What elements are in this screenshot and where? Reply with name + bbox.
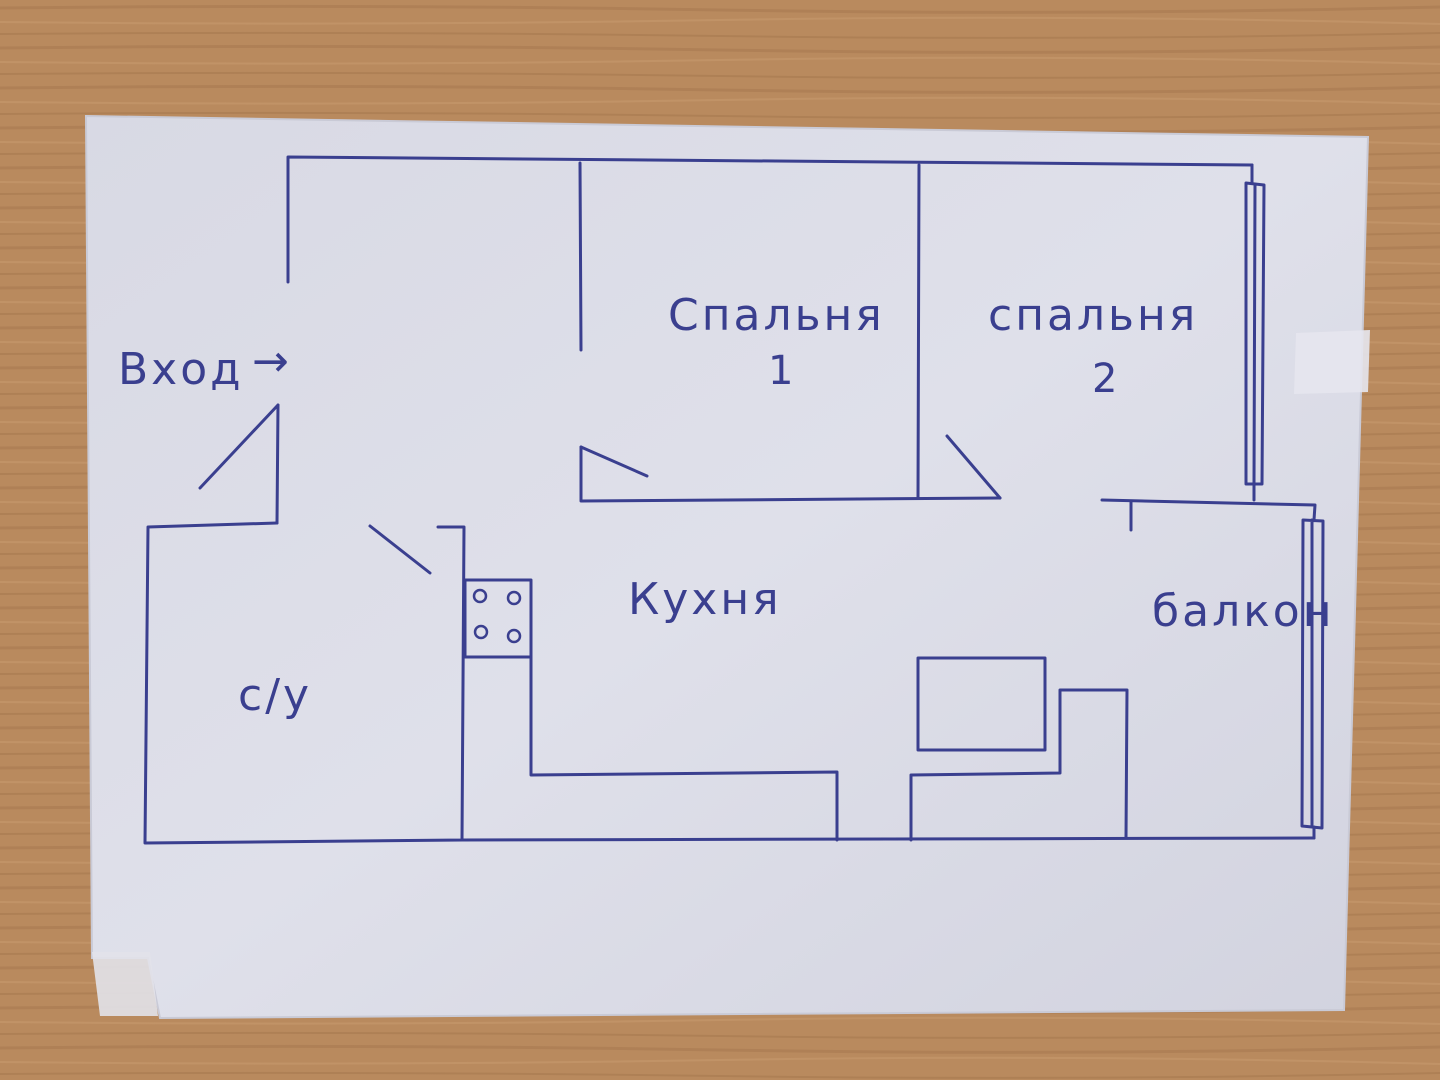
wall-bedroom2-right — [1250, 163, 1256, 502]
label-balcony: балкон — [1152, 586, 1334, 637]
stove — [463, 578, 533, 659]
label-entrance: Вход — [118, 344, 244, 395]
burner-icon — [473, 624, 489, 640]
kitchen-table — [916, 656, 1047, 752]
label-bathroom: с/у — [238, 670, 312, 721]
door-swing-bedroom2 — [945, 434, 1002, 500]
tape-strip-left-bottom — [92, 952, 158, 1016]
plan-walls — [143, 155, 1325, 845]
window-bedroom2 — [1244, 181, 1266, 486]
wall-bedroom1-left — [578, 161, 583, 352]
wall-bedroom-divider — [916, 163, 921, 500]
stove-burners — [472, 588, 522, 644]
wall-bathroom — [143, 521, 466, 845]
door-swing-bathroom — [368, 524, 432, 575]
entrance-arrow-icon: → — [252, 336, 292, 387]
label-bedroom-2-number: 2 — [1092, 356, 1117, 402]
door-swing-bedroom1 — [579, 445, 649, 478]
wall-top — [286, 155, 1254, 284]
burner-icon — [506, 590, 522, 606]
wall-bedrooms-bottom — [579, 445, 1002, 503]
wall-bottom — [460, 836, 1316, 842]
label-bedroom-2: спальня — [988, 290, 1198, 341]
kitchen-counter-right — [909, 688, 1129, 842]
burner-icon — [472, 588, 488, 604]
wall-balcony-top — [1100, 498, 1317, 522]
label-kitchen: Кухня — [628, 574, 782, 625]
paper-sheet — [84, 114, 1370, 1020]
tape-strip-right — [1294, 330, 1370, 394]
window-balcony — [1300, 518, 1325, 830]
door-swing-entrance — [198, 403, 280, 525]
burner-icon — [506, 628, 522, 644]
kitchen-counter — [529, 655, 839, 842]
label-bedroom-1-number: 1 — [768, 348, 793, 394]
label-bedroom-1: Спальня — [668, 290, 885, 341]
